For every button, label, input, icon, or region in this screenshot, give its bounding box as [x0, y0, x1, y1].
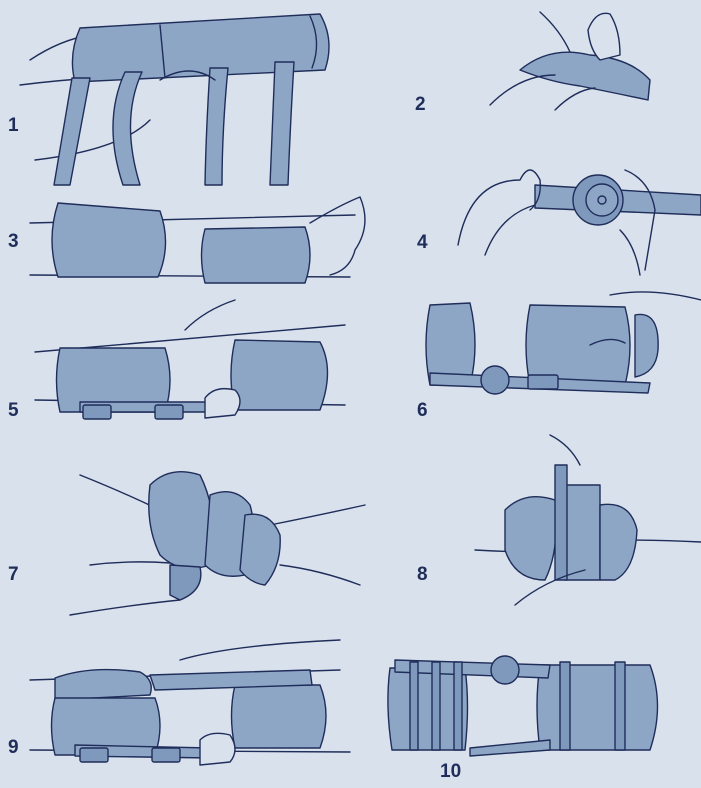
step-number: 7: [8, 565, 19, 584]
step-9-illustration: [30, 640, 360, 788]
positioning-brace-drawing: [420, 285, 701, 415]
step-number: 10: [440, 762, 461, 781]
step-number: 8: [417, 565, 428, 584]
step-8-illustration: [475, 430, 701, 630]
step-5-illustration: [35, 290, 365, 450]
step-10-illustration: [380, 640, 701, 760]
step-1-illustration: [0, 0, 340, 195]
folding-pad-drawing: [460, 0, 700, 120]
step-number: 1: [8, 116, 19, 135]
step-3-illustration: [30, 195, 375, 295]
wrapping-strap-drawing: [70, 455, 370, 625]
step-number: 9: [8, 738, 19, 757]
step-7-illustration: [70, 455, 370, 625]
brace-with-straps-drawing: [0, 0, 340, 195]
step-number: 4: [417, 233, 428, 252]
step-number: 2: [415, 95, 426, 114]
brace-under-leg-drawing: [35, 290, 365, 450]
step-2-illustration: [460, 0, 700, 120]
closed-brace-drawing: [30, 640, 360, 788]
step-4-illustration: [450, 150, 701, 280]
step-number: 6: [417, 401, 428, 420]
tightening-strap-drawing: [475, 430, 701, 630]
leg-pads-drawing: [30, 195, 375, 295]
hinge-dial-drawing: [450, 150, 701, 280]
step-number: 5: [8, 401, 19, 420]
fitted-brace-drawing: [380, 640, 701, 760]
step-number: 3: [8, 232, 19, 251]
step-6-illustration: [420, 285, 701, 415]
